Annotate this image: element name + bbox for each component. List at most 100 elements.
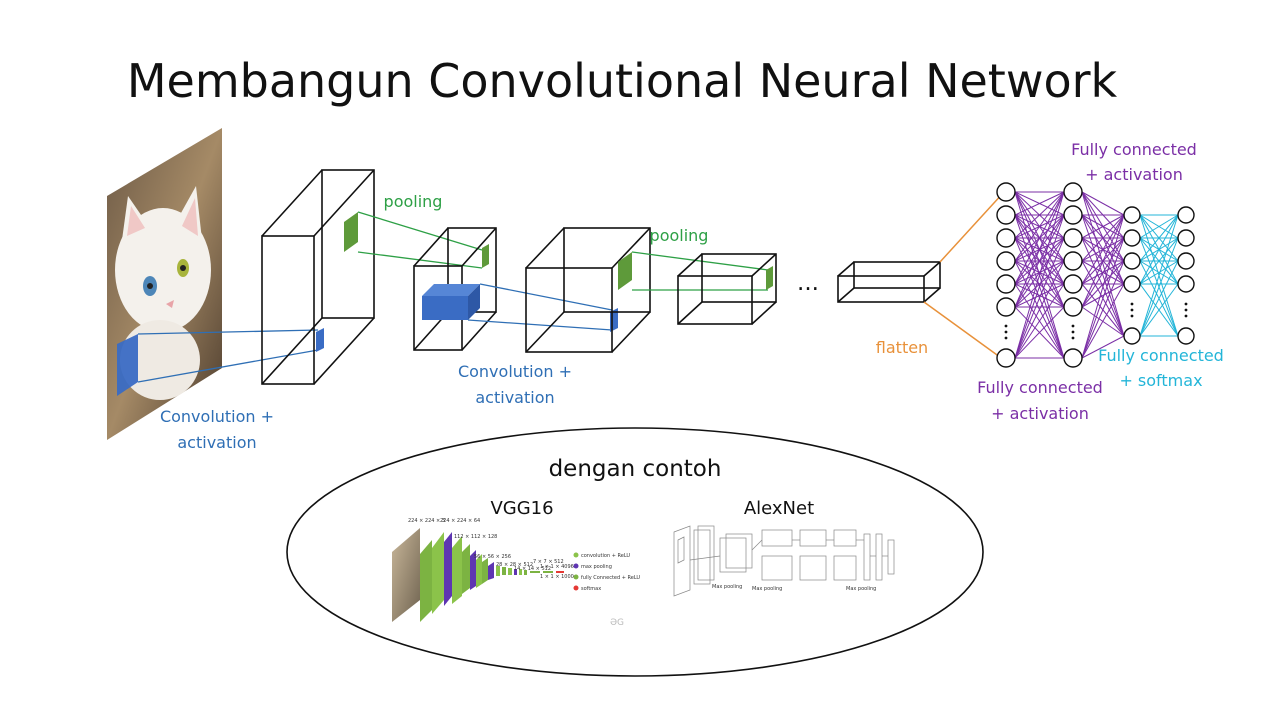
alexnet-title: AlexNet (744, 498, 814, 519)
fc-ellipsis-dot (1004, 330, 1008, 334)
fc-top-label-line2: + activation (1085, 165, 1183, 184)
fc-edge (1081, 191, 1125, 216)
fc-edge (1014, 214, 1065, 308)
fc-node (1123, 327, 1141, 345)
fc-edge (1081, 214, 1125, 239)
examples-ellipse (286, 427, 984, 677)
fc-node (1063, 228, 1083, 248)
conv2-label-line1: Convolution + (458, 362, 572, 381)
fc-edge (1014, 191, 1065, 216)
vgg-legend-softmax: softmax (581, 586, 601, 592)
vgg-dim-1: 224 × 224 × 64 (440, 518, 480, 524)
fc-ellipsis-dot (1071, 330, 1075, 334)
fc-edge (1014, 214, 1065, 359)
fc-edge (1139, 214, 1179, 285)
vgg-legend-fc: fully Connected + ReLU (581, 575, 640, 581)
fc-edge (1139, 237, 1179, 337)
vgg-dim-3: 56 × 56 × 256 (474, 554, 511, 560)
fc-bottom-label-line2: + activation (991, 404, 1089, 423)
fc-edge (1081, 237, 1125, 359)
fc-edge (1014, 306, 1065, 359)
fc-node (1063, 274, 1083, 294)
fc-nodes (996, 182, 1195, 368)
vgg-legend-dot-softmax (573, 585, 579, 591)
fc-node (1123, 206, 1141, 224)
fc-node (996, 228, 1016, 248)
fc-node (1063, 205, 1083, 225)
fc-node (1063, 297, 1083, 317)
fc-node (1123, 275, 1141, 293)
fc-edge (1014, 283, 1065, 308)
vgg-dim-5: 14 × 14 × 512 (514, 566, 551, 572)
vgg-dim-2: 112 × 112 × 128 (454, 534, 497, 540)
fc-ellipsis-dot (1130, 314, 1134, 318)
softmax-label-line2: + softmax (1119, 371, 1202, 390)
vgg-watermark: ƏG (610, 618, 624, 628)
fc-edge (1014, 260, 1065, 308)
vgg-dim-6: 7 × 7 × 512 (533, 559, 564, 565)
vgg-dim-8: 1 × 1 × 1000 (540, 574, 574, 580)
flatten-volume (837, 261, 941, 303)
alexnet-label-pool-2: Max pooling (752, 586, 782, 592)
fc-node (1123, 252, 1141, 270)
conv1-label-line1: Convolution + (160, 407, 274, 426)
feature-map-1 (261, 169, 375, 385)
vgg-legend-pool: max pooling (581, 564, 612, 570)
fc-node (1177, 206, 1195, 224)
vgg-legend-dot-fc (573, 574, 579, 580)
fc-ellipsis-dot (1184, 308, 1188, 312)
fc-node (996, 274, 1016, 294)
fc-ellipsis-dot (1071, 336, 1075, 340)
fc-edge (1014, 191, 1065, 262)
fc-edge (1139, 260, 1179, 285)
fc-edge (1014, 191, 1065, 308)
fc-ellipsis-dot (1004, 324, 1008, 328)
feature-map-2 (413, 227, 497, 351)
pool1-label: pooling (384, 192, 443, 211)
fc-top-label-line1: Fully connected (1071, 140, 1197, 159)
fc-node (1177, 229, 1195, 247)
fc-edge (1081, 214, 1125, 308)
fc-edge (1139, 283, 1179, 337)
page-title: Membangun Convolutional Neural Network (127, 54, 1118, 108)
fc-node (1123, 229, 1141, 247)
fc-node (996, 348, 1016, 368)
fc-edge (1014, 283, 1065, 359)
fc-node (996, 251, 1016, 271)
fc-node (1177, 275, 1195, 293)
input-image (107, 128, 222, 440)
pooling-1 (357, 211, 489, 269)
flatten-lines (923, 191, 1005, 361)
fc-edge (1081, 214, 1125, 262)
fc-node (996, 205, 1016, 225)
vgg16-diagram: 224 × 224 × 3 224 × 224 × 64 112 × 112 ×… (392, 518, 640, 628)
fc-edge (1014, 237, 1065, 359)
feature-map-4 (677, 253, 777, 325)
vgg-legend-conv: convolution + ReLU (581, 553, 630, 559)
fc-edge (1139, 260, 1179, 337)
pooling-2 (631, 251, 773, 291)
fc-node (1177, 327, 1195, 345)
fc-bottom-label-line1: Fully connected (977, 378, 1103, 397)
fc-edge (1081, 191, 1125, 337)
vgg16-title: VGG16 (490, 498, 553, 519)
examples-heading: dengan contoh (549, 456, 722, 482)
conv2-filter (467, 283, 618, 332)
fc-node (1063, 348, 1083, 368)
layers-ellipsis: ... (797, 270, 819, 296)
fc-ellipsis-dot (1184, 314, 1188, 318)
fc-edge (1081, 283, 1125, 359)
fc-edge (1014, 260, 1065, 359)
fc-ellipsis-dot (1004, 336, 1008, 340)
fc-edge (1139, 214, 1179, 337)
fc-edge (1081, 260, 1125, 308)
vgg-dim-4: 28 × 28 × 512 (496, 562, 533, 568)
fc-edge (1139, 237, 1179, 285)
fc-ellipsis-dot (1130, 302, 1134, 306)
feature-map-3 (525, 227, 651, 353)
fc-edge (1081, 214, 1125, 359)
alexnet-label-pool-3: Max pooling (846, 586, 876, 592)
fc-ellipsis-dot (1130, 308, 1134, 312)
fc-edge (1081, 283, 1125, 308)
fc-connections (1014, 191, 1179, 359)
